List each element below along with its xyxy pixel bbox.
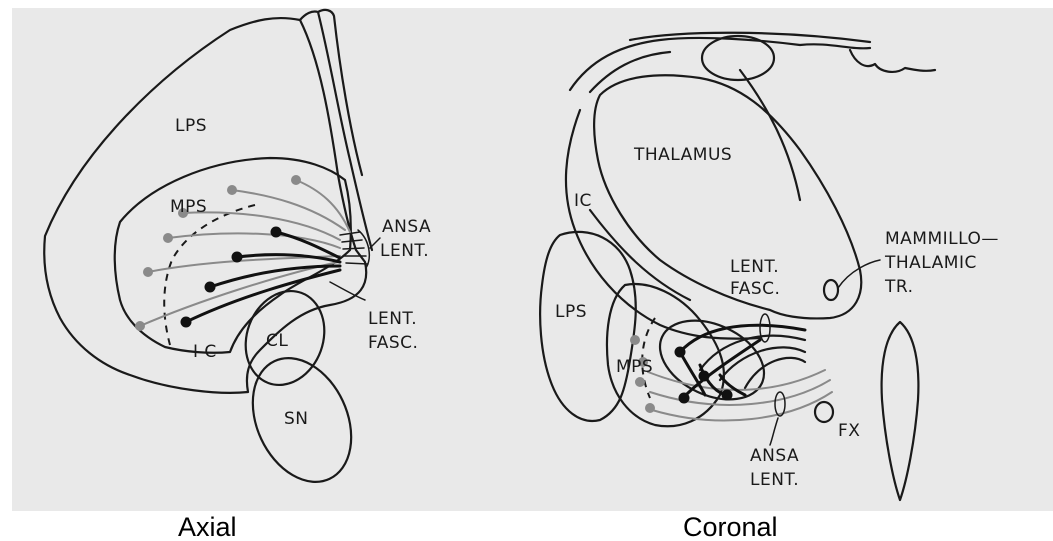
coronal-label-mammillo-2: THALAMIC bbox=[884, 253, 977, 273]
coronal-label-ansa-2: LENT. bbox=[750, 470, 799, 490]
coronal-label-ic: IC bbox=[574, 191, 592, 211]
axial-label-sn: SN bbox=[284, 409, 309, 429]
caption-coronal: Coronal bbox=[683, 512, 778, 541]
axial-label-ansa-1: ANSA bbox=[382, 217, 431, 237]
coronal-label-mammillo-3: TR. bbox=[884, 277, 914, 297]
coronal-label-mammillo-1: MAMMILLO— bbox=[885, 229, 999, 249]
coronal-label-mps: MPS bbox=[616, 357, 653, 377]
coronal-label-lentfasc-2: FASC. bbox=[730, 279, 780, 299]
axial-label-lentfasc-2: FASC. bbox=[368, 333, 418, 353]
axial-label-mps: MPS bbox=[170, 197, 207, 217]
axial-label-cl: CL bbox=[266, 331, 288, 351]
coronal-label-thalamus: THALAMUS bbox=[633, 145, 732, 165]
axial-label-lentfasc-1: LENT. bbox=[368, 309, 417, 329]
axial-label-lps: LPS bbox=[175, 116, 207, 136]
coronal-label-ansa-1: ANSA bbox=[750, 446, 799, 466]
caption-axial: Axial bbox=[178, 512, 237, 541]
coronal-label-lps: LPS bbox=[555, 302, 587, 322]
coronal-label-fx: FX bbox=[838, 421, 860, 441]
axial-label-ic: I C bbox=[193, 342, 217, 362]
axial-label-ansa-2: LENT. bbox=[380, 241, 429, 261]
coronal-label-lentfasc-1: LENT. bbox=[730, 257, 779, 277]
